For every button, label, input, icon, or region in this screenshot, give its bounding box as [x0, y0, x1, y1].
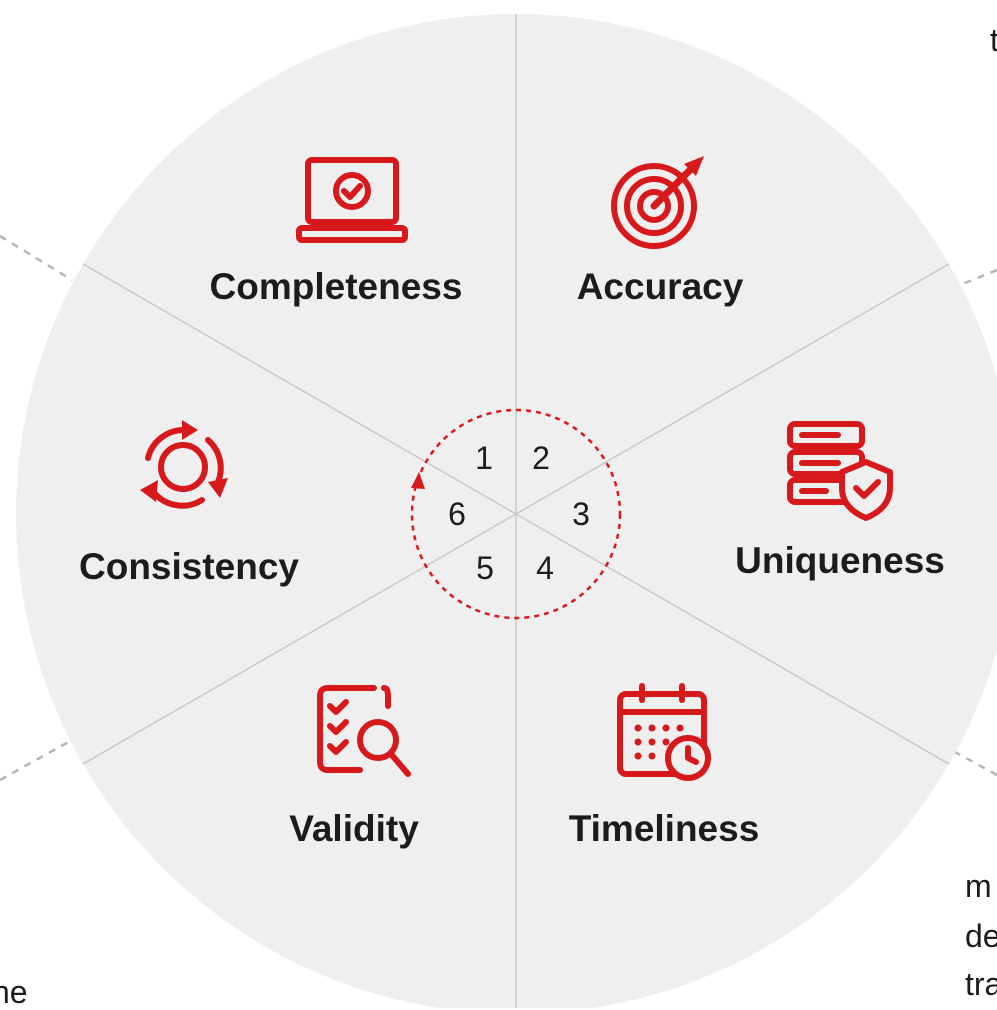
- edge-text-bottom-left: he: [0, 974, 28, 1010]
- segment-number-6: 6: [448, 496, 466, 532]
- segment-label-uniqueness: Uniqueness: [735, 540, 945, 581]
- connector-bottom-right: [954, 750, 997, 777]
- segment-number-3: 3: [572, 496, 590, 532]
- checklist-search-icon: [317, 685, 411, 777]
- segment-number-1: 1: [475, 440, 493, 476]
- target-arrow-icon: [611, 156, 704, 249]
- segment-label-completeness: Completeness: [209, 266, 463, 307]
- segment-label-validity: Validity: [289, 808, 419, 849]
- connector-top-right: [959, 268, 997, 287]
- wheel-dividers: [82, 14, 950, 1008]
- laptop-check-icon: [296, 157, 408, 243]
- connector-top-left: [0, 234, 73, 282]
- edge-text-top-right: t: [990, 22, 997, 58]
- connector-bottom-left: [0, 738, 73, 782]
- calendar-clock-icon: [617, 683, 711, 781]
- inner-cycle-ring: [410, 408, 622, 620]
- wheel-disc: [16, 14, 997, 1008]
- segment-label-accuracy: Accuracy: [576, 266, 744, 307]
- edge-text-bottom-right-3: tra: [965, 966, 997, 1002]
- edge-text-bottom-right-2: de: [965, 918, 997, 954]
- segment-label-timeliness: Timeliness: [568, 808, 760, 849]
- edge-text-bottom-right-1: m: [965, 868, 992, 904]
- segment-number-4: 4: [536, 550, 554, 586]
- database-shield-icon: [787, 421, 893, 521]
- segment-number-5: 5: [476, 550, 494, 586]
- cycle-arrows-icon: [140, 420, 228, 509]
- cycle-arrow-icon: [411, 472, 425, 489]
- segment-number-2: 2: [532, 440, 550, 476]
- segment-label-consistency: Consistency: [78, 546, 300, 587]
